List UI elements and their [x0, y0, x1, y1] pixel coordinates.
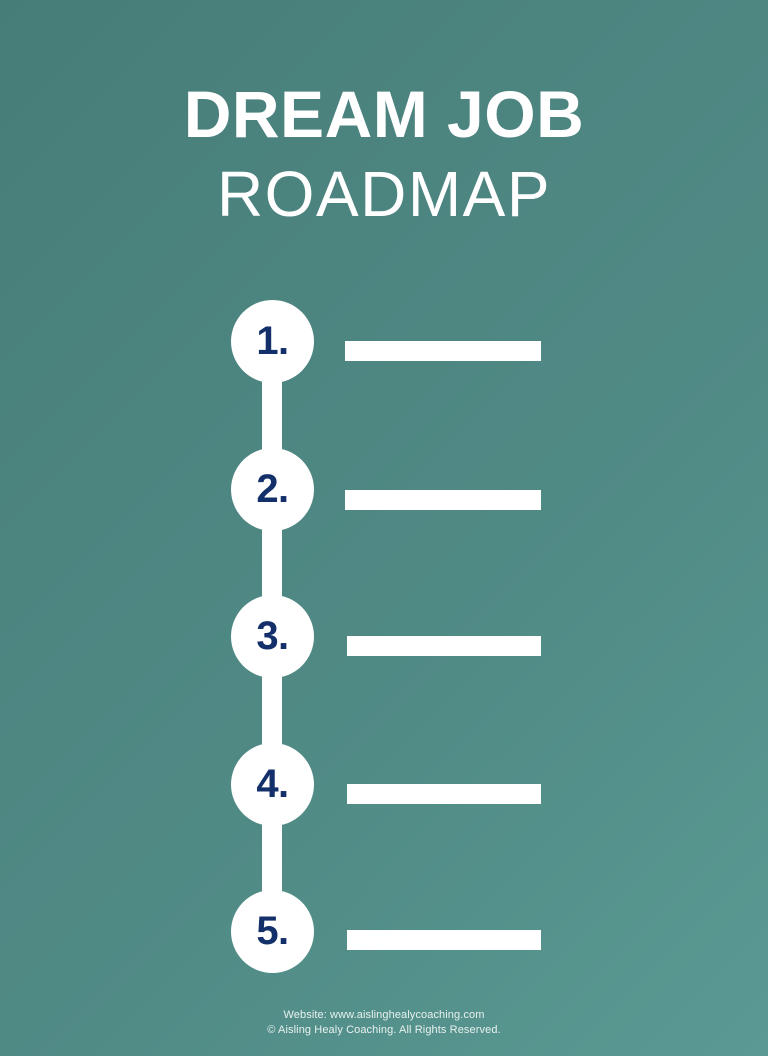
poster-footer: Website: www.aislinghealycoaching.com © … [0, 1008, 768, 1038]
step-text-placeholder-4[interactable] [347, 784, 541, 804]
title-line-primary: DREAM JOB [183, 77, 585, 151]
step-circle-2[interactable]: 2. [231, 448, 314, 531]
roadmap-step-3[interactable]: 3. [0, 595, 768, 679]
step-text-placeholder-2[interactable] [345, 490, 541, 510]
step-circle-5[interactable]: 5. [231, 890, 314, 973]
step-number-3: 3. [256, 613, 289, 658]
step-number-2: 2. [256, 466, 289, 511]
footer-website: Website: www.aislinghealycoaching.com [283, 1009, 485, 1021]
roadmap-step-2[interactable]: 2. [0, 448, 768, 532]
roadmap-step-1[interactable]: 1. [0, 300, 768, 384]
title-line-secondary: ROADMAP [216, 158, 552, 230]
roadmap-step-4[interactable]: 4. [0, 743, 768, 827]
step-circle-1[interactable]: 1. [231, 300, 314, 383]
step-text-placeholder-3[interactable] [347, 636, 541, 656]
step-text-placeholder-5[interactable] [347, 930, 541, 950]
step-number-5: 5. [256, 908, 289, 953]
roadmap-step-5[interactable]: 5. [0, 890, 768, 974]
poster-title: DREAM JOB ROADMAP [0, 78, 768, 230]
step-text-placeholder-1[interactable] [345, 341, 541, 361]
step-circle-4[interactable]: 4. [231, 743, 314, 826]
step-number-1: 1. [256, 318, 289, 363]
step-circle-3[interactable]: 3. [231, 595, 314, 678]
step-number-4: 4. [256, 761, 289, 806]
footer-copyright: © Aisling Healy Coaching. All Rights Res… [267, 1024, 501, 1036]
